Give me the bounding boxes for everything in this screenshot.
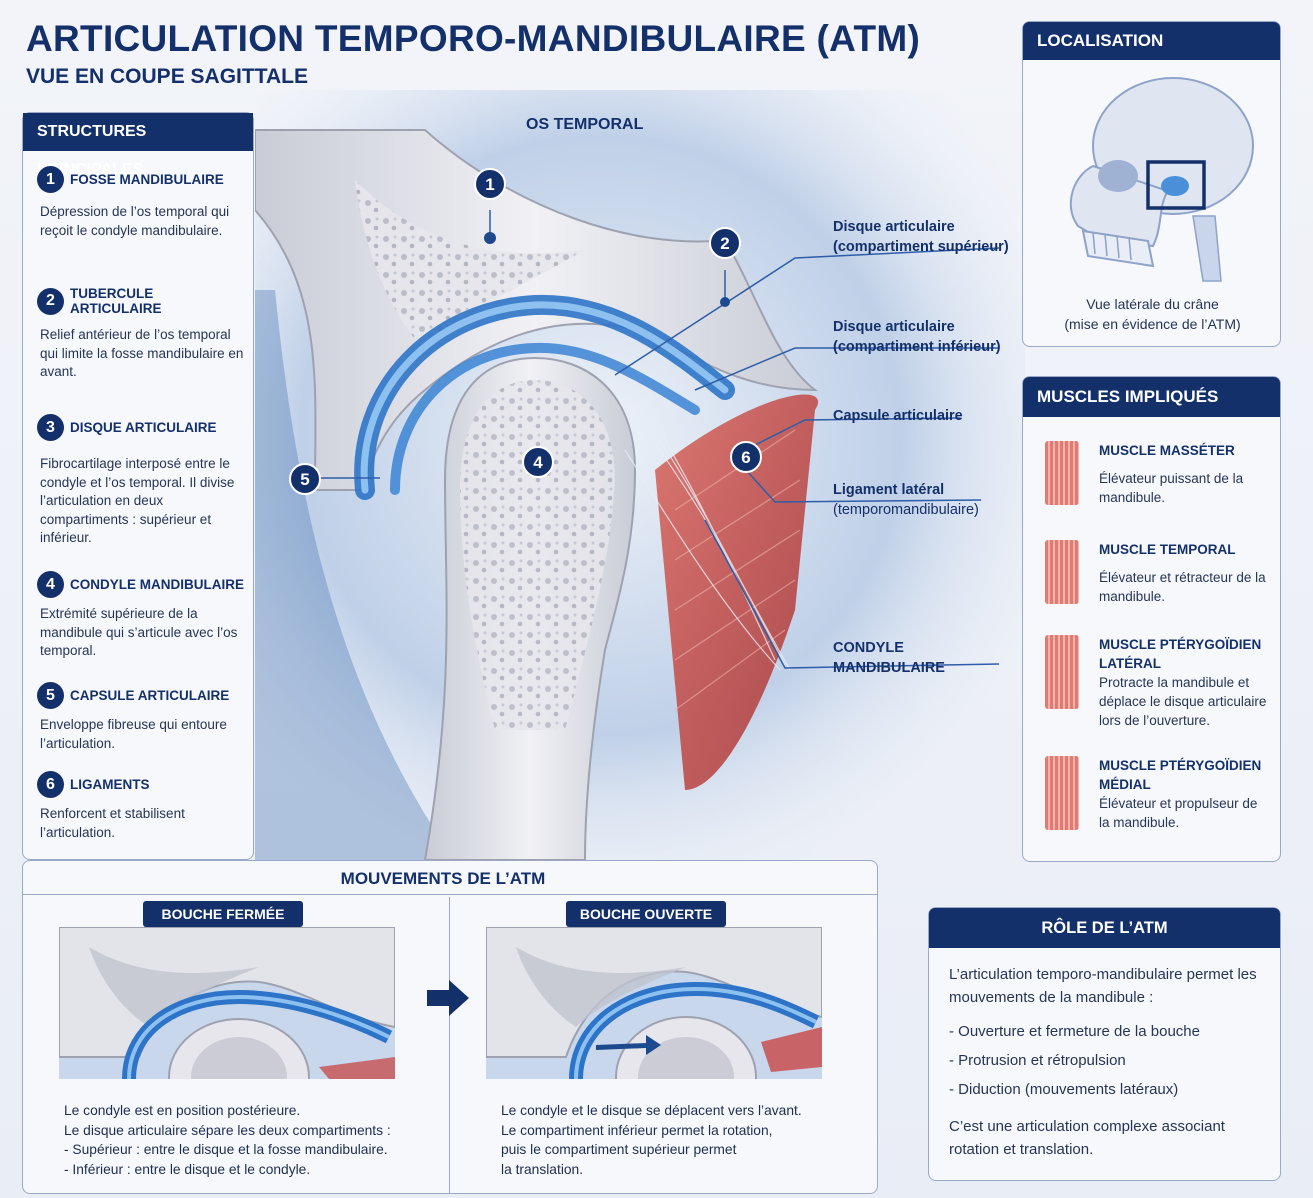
marker-1-label: 1 <box>485 175 494 194</box>
muscles-panel: MUSCLES IMPLIQUÉS MUSCLE MASSÉTER Élévat… <box>1022 376 1281 862</box>
os-temporal-label: OS TEMPORAL <box>526 116 644 133</box>
marker-5-label: 5 <box>300 470 309 489</box>
structure-description: Enveloppe fibreuse qui entoure l’articul… <box>40 717 227 751</box>
callout-condyle-line2: MANDIBULAIRE <box>833 660 945 676</box>
marker-5: 5 <box>289 463 321 495</box>
marker-2-label: 2 <box>720 234 729 253</box>
muscle-name: MUSCLE MASSÉTER <box>1099 443 1235 458</box>
marker-4-label: 4 <box>533 453 543 472</box>
callout-disc-superior-sub: (compartiment supérieur) <box>833 239 1009 255</box>
structure-name: CONDYLE MANDIBULAIRE <box>70 577 244 592</box>
structure-number-badge: 5 <box>37 682 64 709</box>
role-heading: RÔLE DE L’ATM <box>929 908 1280 948</box>
open-mouth-illustration <box>486 927 822 1079</box>
localisation-panel: LOCALISATION Vue latérale du crâne (mise… <box>1022 21 1281 347</box>
muscle-description: Élévateur et propulseur de la mandibule. <box>1099 796 1258 830</box>
structures-heading: STRUCTURES PRINCIPALES <box>23 113 253 178</box>
muscle-item-temporal: MUSCLE TEMPORAL Élévateur et rétracteur … <box>1045 540 1275 610</box>
skull-illustration <box>1069 77 1254 282</box>
structure-name: LIGAMENTS <box>70 777 150 792</box>
movements-heading: MOUVEMENTS DE L’ATM <box>340 869 546 888</box>
callout-condyle: CONDYLE MANDIBULAIRE <box>833 638 945 678</box>
closed-mouth-illustration <box>59 927 395 1079</box>
muscles-heading: MUSCLES IMPLIQUÉS <box>1023 377 1280 417</box>
localisation-caption-line2: (mise en évidence de l’ATM) <box>1064 316 1241 332</box>
structure-number-badge: 2 <box>37 287 64 315</box>
open-mouth-description: Le condyle et le disque se déplacent ver… <box>501 1103 802 1177</box>
structure-number-badge: 1 <box>37 166 64 193</box>
movements-divider-vertical <box>449 897 450 1193</box>
structure-name: CAPSULE ARTICULAIRE <box>70 688 230 703</box>
structure-number-badge: 6 <box>37 771 64 798</box>
role-panel: RÔLE DE L’ATM L’articulation temporo-man… <box>928 907 1281 1181</box>
muscle-name: MUSCLE TEMPORAL <box>1099 542 1236 557</box>
callout-disc-inferior: Disque articulaire (compartiment inférie… <box>833 317 1001 357</box>
structure-number-badge: 4 <box>37 571 64 598</box>
localisation-heading: LOCALISATION <box>1023 22 1280 60</box>
muscle-swatch-icon <box>1045 635 1079 709</box>
role-conclusion: C’est une articulation complexe associan… <box>949 1118 1225 1158</box>
structure-name: FOSSE MANDIBULAIRE <box>70 172 224 187</box>
page-subtitle: VUE EN COUPE SAGITTALE <box>26 65 308 88</box>
muscle-swatch-icon <box>1045 441 1079 505</box>
marker-4: 4 <box>522 446 554 478</box>
callout-disc-inferior-title: Disque articulaire <box>833 319 955 335</box>
muscle-swatch-icon <box>1045 756 1079 830</box>
tmj-sagittal-diagram: 1 2 4 5 6 OS TEMPORAL Disque articulaire… <box>254 90 1025 861</box>
structure-description: Renforcent et stabilisent l’articulation… <box>40 806 185 840</box>
structure-description: Extrémité supérieure de la mandibule qui… <box>40 606 238 658</box>
closed-mouth-label: BOUCHE FERMÉE <box>143 901 303 927</box>
structure-description: Relief antérieur de l’os temporal qui li… <box>40 327 244 379</box>
tmj-illustration: 1 2 4 5 6 <box>254 90 1025 861</box>
callout-disc-superior-title: Disque articulaire <box>833 219 955 235</box>
structure-description: Dépression de l’os temporal qui reçoit l… <box>40 204 230 238</box>
role-intro: L’articulation temporo-mandibulaire perm… <box>949 966 1257 1006</box>
marker-6: 6 <box>730 441 762 473</box>
muscle-description: Protracte la mandibule et déplace le dis… <box>1099 675 1267 728</box>
callout-capsule: Capsule articulaire <box>833 406 963 426</box>
callout-lateral-ligament: Ligament latéral (temporomandibulaire) <box>833 480 979 520</box>
structure-item-3: 3 DISQUE ARTICULAIRE Fibrocartilage inter… <box>37 414 247 548</box>
muscle-name: MUSCLE PTÉRYGOÏDIEN MÉDIAL <box>1099 758 1262 792</box>
callout-capsule-title: Capsule articulaire <box>833 408 963 424</box>
callout-disc-superior: Disque articulaire (compartiment supérie… <box>833 217 1009 257</box>
callout-ligament-title: Ligament latéral <box>833 482 945 498</box>
callout-ligament-sub: (temporomandibulaire) <box>833 502 979 518</box>
open-mouth-label: BOUCHE OUVERTE <box>566 901 726 927</box>
marker-1: 1 <box>474 168 506 200</box>
structure-name: TUBERCULE ARTICULAIRE <box>70 286 162 316</box>
role-bullet-2: - Protrusion et rétropulsion <box>949 1052 1126 1069</box>
muscle-item-pterygoid-medial: MUSCLE PTÉRYGOÏDIEN MÉDIAL Élévateur et … <box>1045 756 1275 836</box>
role-bullet-1: - Ouverture et fermeture de la bouche <box>949 1023 1200 1040</box>
structure-number-badge: 3 <box>37 414 64 441</box>
marker-2: 2 <box>709 227 741 259</box>
muscle-item-pterygoid-lateral: MUSCLE PTÉRYGOÏDIEN LATÉRAL Protracte la… <box>1045 635 1275 735</box>
structures-panel: STRUCTURES PRINCIPALES 1 FOSSE MANDIBULAI… <box>22 112 254 860</box>
muscle-item-masseter: MUSCLE MASSÉTER Élévateur puissant de la… <box>1045 441 1275 511</box>
callout-condyle-line1: CONDYLE <box>833 640 904 656</box>
structure-description: Fibrocartilage interposé entre le condyl… <box>40 456 235 545</box>
structure-name: DISQUE ARTICULAIRE <box>70 420 217 435</box>
structure-item-5: 5 CAPSULE ARTICULAIRE Enveloppe fibreuse … <box>37 682 247 753</box>
page-title: ARTICULATION TEMPORO-MANDIBULAIRE (ATM) <box>26 18 921 59</box>
movements-divider-horizontal <box>23 894 877 895</box>
localisation-caption-line1: Vue latérale du crâne <box>1086 296 1219 312</box>
muscle-swatch-icon <box>1045 540 1079 604</box>
structure-item-6: 6 LIGAMENTS Renforcent et stabilisent l’a… <box>37 771 247 842</box>
callout-disc-inferior-sub: (compartiment inférieur) <box>833 339 1001 355</box>
arrow-right-icon <box>427 980 469 1016</box>
role-bullet-3: - Diduction (mouvements latéraux) <box>949 1081 1179 1098</box>
muscle-name: MUSCLE PTÉRYGOÏDIEN LATÉRAL <box>1099 637 1262 671</box>
movements-panel: MOUVEMENTS DE L’ATM BOUCHE FERMÉE Le con… <box>22 860 878 1194</box>
muscle-description: Élévateur et rétracteur de la mandibule. <box>1099 570 1266 604</box>
localisation-caption: Vue latérale du crâne (mise en évidence … <box>1023 294 1282 334</box>
closed-mouth-description: Le condyle est en position postérieure. … <box>64 1103 391 1177</box>
structure-item-1: 1 FOSSE MANDIBULAIRE Dépression de l’os t… <box>37 166 247 240</box>
marker-6-label: 6 <box>741 448 750 467</box>
muscle-description: Élévateur puissant de la mandibule. <box>1099 471 1244 505</box>
structure-item-4: 4 CONDYLE MANDIBULAIRE Extrémité supérieu… <box>37 571 247 661</box>
